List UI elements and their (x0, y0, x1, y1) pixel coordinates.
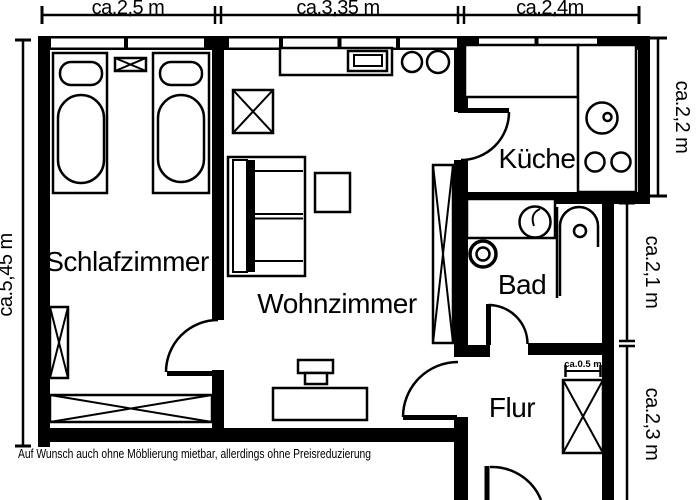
wall-living-bath (454, 160, 468, 347)
dim-label-right-bath: ca.2,1 m (641, 236, 663, 309)
dim-left (15, 38, 31, 448)
room-label-bathroom: Bad (498, 269, 546, 300)
dim-right-hall (619, 344, 635, 500)
side-table (313, 171, 352, 214)
wall-bedroom-living-lower (212, 370, 224, 428)
stove-burners (584, 151, 632, 173)
living-furniture (226, 46, 455, 422)
wall-bottom (38, 428, 466, 442)
mattress (56, 93, 106, 185)
sofa-divider (247, 160, 255, 272)
wall-bath-hall (528, 343, 614, 355)
dim-right-bath (619, 201, 635, 343)
doors (164, 108, 543, 500)
wall-bedroom-living-upper (212, 36, 224, 320)
room-label-hallway: Flur (489, 392, 535, 423)
window-mullions (124, 36, 539, 50)
dim-hall-closet (564, 365, 602, 377)
door-living-hall (401, 360, 459, 420)
toilet (468, 239, 498, 269)
dim-label-top-3: ca.2,4m (516, 0, 584, 19)
stereo (346, 49, 389, 73)
footnote-text: Auf Wunsch auch ohne Möblierung mietbar,… (18, 447, 371, 461)
hall-closet (561, 378, 605, 455)
sofa (226, 155, 307, 278)
bedroom-furniture (48, 51, 214, 424)
door-bathroom (486, 303, 529, 345)
door-kitchen (458, 108, 511, 162)
door-bedroom (164, 318, 219, 376)
wall-left (38, 36, 50, 447)
walls (38, 36, 650, 500)
labels: ca.2,5 m ca.3,35 m ca.2,4m ca.5,45 m ca.… (0, 0, 693, 461)
bed-left (51, 51, 109, 195)
dim-label-hall-closet: ca.0.5 m (564, 359, 602, 370)
stool-2 (425, 49, 451, 75)
radiator-bedroom (48, 305, 70, 380)
dim-label-top-2: ca.3,35 m (296, 0, 379, 19)
pillow (158, 60, 204, 87)
kitchen-counter (463, 43, 580, 99)
kitchen-furniture (463, 43, 638, 194)
tv-stand (303, 371, 329, 386)
bathroom-fixtures (465, 197, 600, 298)
pillow (58, 60, 104, 87)
wall-living-hall-lower (454, 417, 468, 500)
wall-bath-stub (454, 345, 490, 357)
dim-top (40, 6, 641, 24)
shower (558, 205, 600, 296)
lowboard (271, 386, 369, 422)
dim-right-kitchen (649, 36, 667, 198)
dimension-lines (15, 6, 667, 500)
room-label-bedroom: Schlafzimmer (45, 246, 209, 277)
door-entrance (484, 465, 543, 500)
wardrobe-bedroom (48, 393, 214, 424)
mattress (156, 93, 206, 184)
room-label-living: Wohnzimmer (257, 288, 417, 319)
nightstand (113, 56, 148, 73)
tv-board (271, 358, 369, 422)
dim-label-right-hall: ca.2,3 m (641, 388, 663, 461)
dim-label-left: ca.5,45 m (0, 233, 17, 316)
sofa-backrest (232, 159, 248, 273)
square-table (231, 88, 275, 135)
dim-label-right-kitchen: ca.2,2 m (671, 81, 693, 154)
stool-1 (400, 50, 424, 74)
dim-label-top-1: ca.2,5 m (92, 0, 165, 19)
wall-right-outer (638, 36, 650, 204)
radiator-living (431, 163, 455, 345)
kitchen-sink (585, 101, 619, 135)
tv (296, 358, 335, 375)
vanity-sink (465, 197, 557, 240)
room-label-kitchen: Küche (499, 143, 576, 174)
bed-right (151, 51, 211, 195)
